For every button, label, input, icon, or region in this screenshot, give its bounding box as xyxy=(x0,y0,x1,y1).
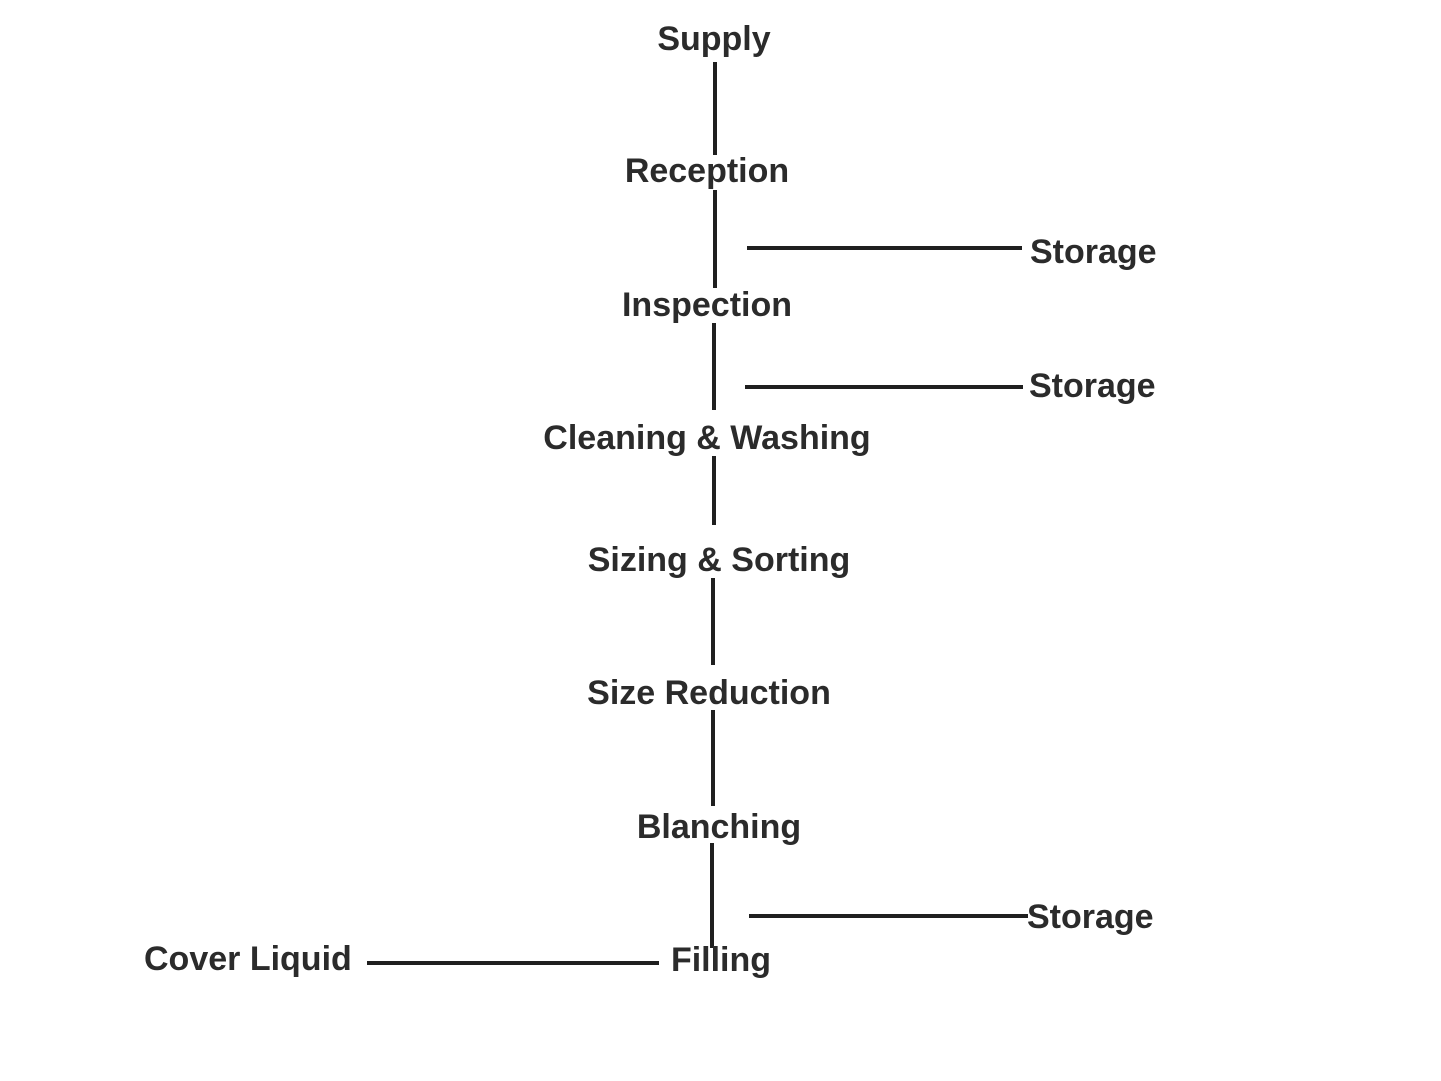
step-size-reduction: Size Reduction xyxy=(587,674,831,712)
input-cover-liquid: Cover Liquid xyxy=(144,940,352,978)
step-reception: Reception xyxy=(625,152,789,190)
step-blanching: Blanching xyxy=(637,808,801,846)
storage-label-2: Storage xyxy=(1029,367,1156,405)
step-sizing-sorting: Sizing & Sorting xyxy=(588,541,851,579)
storage-labels: Storage Storage Storage xyxy=(1027,233,1157,936)
main-step-labels: Supply Reception Inspection Cleaning & W… xyxy=(543,20,870,979)
storage-label-1: Storage xyxy=(1030,233,1157,271)
step-cleaning-washing: Cleaning & Washing xyxy=(543,419,870,457)
step-inspection: Inspection xyxy=(622,286,792,324)
step-filling: Filling xyxy=(671,941,771,979)
step-supply: Supply xyxy=(657,20,770,58)
storage-label-3: Storage xyxy=(1027,898,1154,936)
